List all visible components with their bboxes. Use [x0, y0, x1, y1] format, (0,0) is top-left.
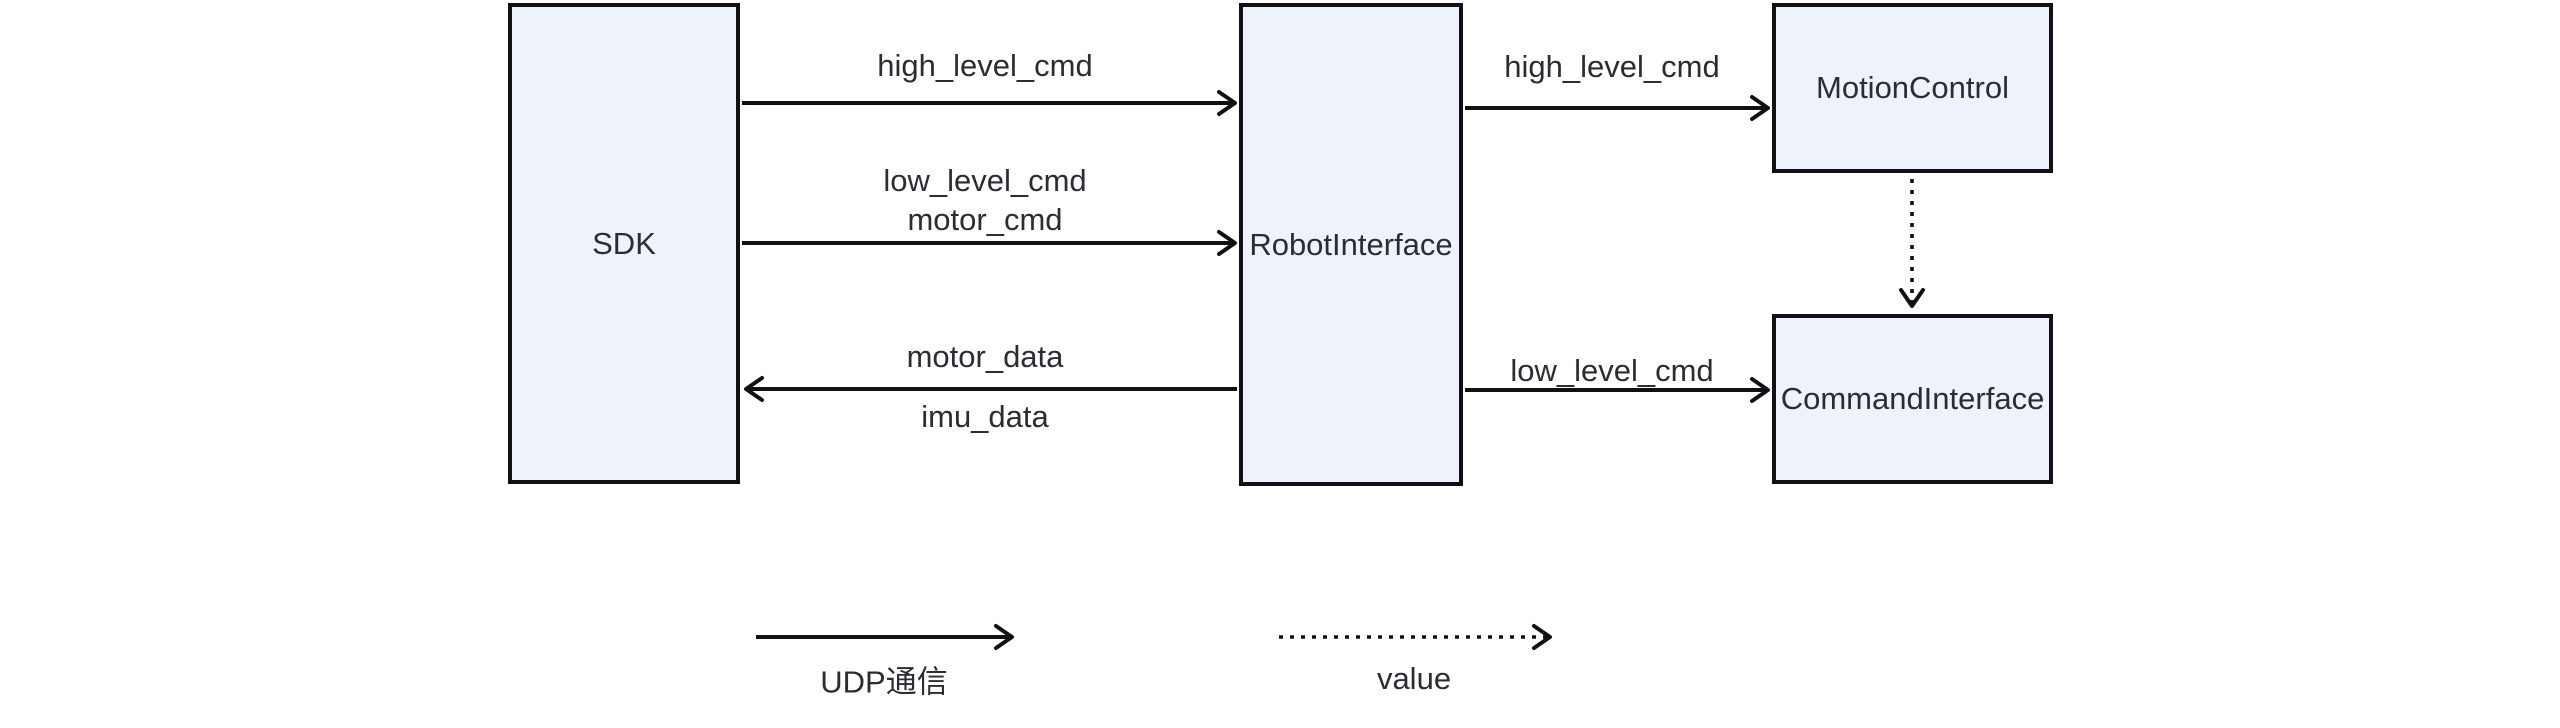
node-motion-control-label: MotionControl [1816, 70, 2009, 105]
node-sdk: SDK [508, 3, 740, 484]
node-sdk-label: SDK [592, 225, 656, 261]
node-motion-control: MotionControl [1772, 3, 2053, 173]
edge-label-motor-data: motor_data [906, 339, 1064, 374]
edge-label-motor-cmd: motor_cmd [907, 202, 1063, 237]
legend-solid-label: UDP通信 [820, 664, 948, 700]
node-robot-interface-label: RobotInterface [1249, 226, 1453, 262]
node-command-interface: CommandInterface [1772, 314, 2053, 484]
edge-label-imu-data: imu_data [921, 399, 1049, 434]
edge-label-low-level-cmd-right: low_level_cmd [1510, 353, 1714, 388]
node-robot-interface: RobotInterface [1239, 3, 1463, 486]
edge-label-high-level-cmd-left: high_level_cmd [877, 48, 1093, 83]
node-command-interface-label: CommandInterface [1780, 381, 2045, 416]
edge-label-low-level-cmd-left: low_level_cmd [883, 163, 1087, 198]
edge-label-high-level-cmd-right: high_level_cmd [1504, 49, 1720, 84]
legend-dotted-label: value [1376, 661, 1452, 696]
